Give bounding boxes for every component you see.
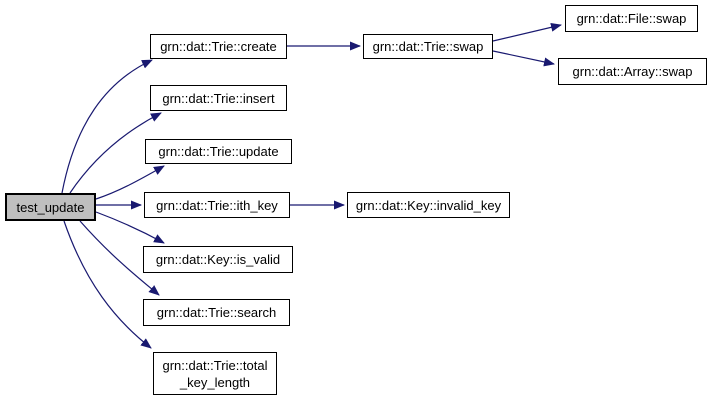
node-key-invalid-key[interactable]: grn::dat::Key::invalid_key: [347, 192, 510, 218]
node-trie-search[interactable]: grn::dat::Trie::search: [143, 299, 290, 326]
node-trie-ith-key[interactable]: grn::dat::Trie::ith_key: [144, 192, 290, 218]
node-trie-search-label: grn::dat::Trie::search: [156, 305, 277, 320]
edge-test_update-to-create: [61, 59, 153, 194]
node-file-swap[interactable]: grn::dat::File::swap: [565, 5, 698, 32]
node-key-is-valid-label: grn::dat::Key::is_valid: [155, 252, 281, 267]
node-trie-create[interactable]: grn::dat::Trie::create: [150, 34, 287, 59]
node-array-swap-label: grn::dat::Array::swap: [572, 64, 693, 79]
node-trie-swap[interactable]: grn::dat::Trie::swap: [363, 34, 493, 59]
edge-test_update-to-insert: [69, 112, 162, 194]
edge-test_update-to-search: [79, 220, 160, 296]
node-trie-create-label: grn::dat::Trie::create: [160, 39, 277, 54]
node-trie-ith-key-label: grn::dat::Trie::ith_key: [156, 197, 278, 213]
node-trie-insert[interactable]: grn::dat::Trie::insert: [150, 85, 287, 111]
edge-test_update-to-update: [95, 165, 165, 200]
edge-trie_swap-to-file_swap: [492, 22, 562, 42]
node-trie-swap-label: grn::dat::Trie::swap: [372, 39, 484, 54]
edge-test_update-to-is_valid: [95, 211, 165, 244]
node-test_update: test_update: [5, 193, 96, 221]
node-trie-update[interactable]: grn::dat::Trie::update: [145, 139, 292, 164]
node-trie-total-key-length-label: grn::dat::Trie::total _key_length: [162, 357, 268, 390]
node-test_update-label: test_update: [16, 199, 85, 215]
node-trie-update-label: grn::dat::Trie::update: [158, 144, 279, 159]
node-file-swap-label: grn::dat::File::swap: [576, 11, 687, 26]
node-key-is-valid[interactable]: grn::dat::Key::is_valid: [143, 246, 293, 273]
node-array-swap[interactable]: grn::dat::Array::swap: [558, 58, 707, 85]
node-trie-total-key-length[interactable]: grn::dat::Trie::total _key_length: [153, 352, 277, 395]
edge-trie_swap-to-array_swap: [492, 50, 555, 67]
edge-test_update-to-total_key_length: [63, 220, 152, 349]
node-trie-insert-label: grn::dat::Trie::insert: [162, 90, 275, 106]
node-key-invalid-key-label: grn::dat::Key::invalid_key: [355, 197, 502, 213]
